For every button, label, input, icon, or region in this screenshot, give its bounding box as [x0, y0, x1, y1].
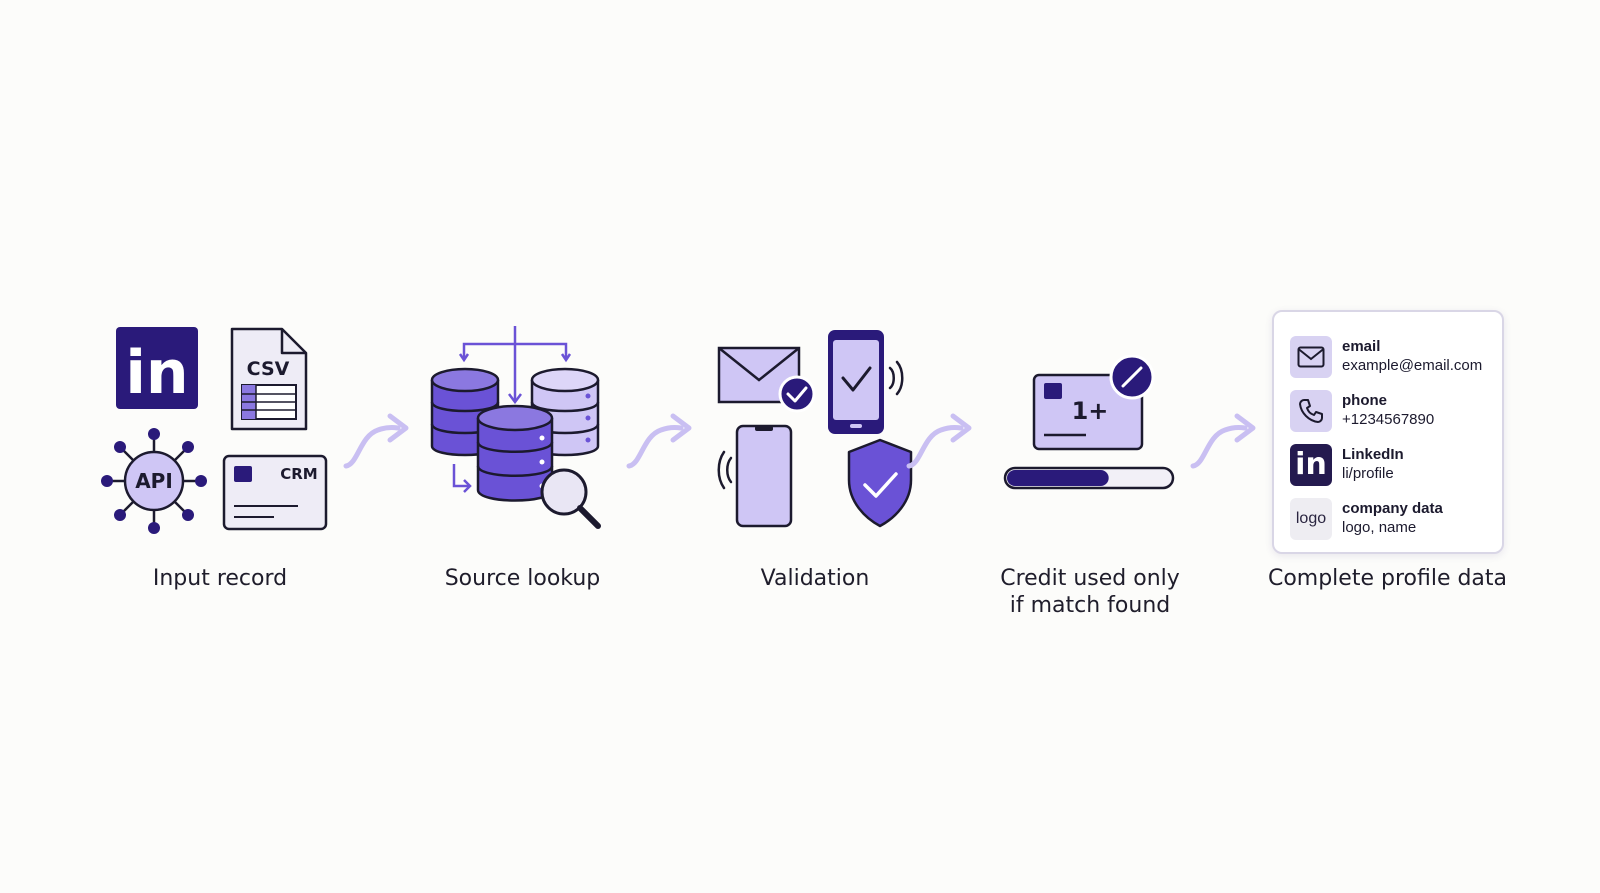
- step-label-input-record: Input record: [152, 566, 288, 591]
- svg-text:CSV: CSV: [247, 358, 290, 380]
- profile-email-value: example@email.com: [1342, 357, 1483, 374]
- profile-row-linkedin: in LinkedIn li/profile: [1290, 438, 1488, 491]
- mail-icon: [1290, 335, 1332, 378]
- csv-file-icon: CSV: [230, 327, 308, 431]
- profile-card: email example@email.com phone +123456789…: [1272, 310, 1504, 554]
- profile-company-value: logo, name: [1342, 519, 1417, 536]
- flow-arrow-1: [343, 413, 409, 469]
- profile-email-title: email: [1342, 338, 1381, 355]
- logo-icon: logo: [1290, 497, 1332, 540]
- database-icon-front: [476, 404, 554, 502]
- step-source-lookup: [422, 322, 612, 534]
- step-validation: [715, 330, 915, 540]
- linkedin-icon-glyph: in: [1295, 446, 1327, 482]
- mail-icon: [717, 346, 816, 413]
- svg-text:CRM: CRM: [280, 465, 318, 483]
- linkedin-icon: in: [116, 327, 198, 409]
- phone-check-icon: [828, 330, 904, 434]
- profile-row-phone: phone +1234567890: [1290, 384, 1488, 437]
- linkedin-icon: in: [1290, 443, 1332, 486]
- flow-arrow-2: [626, 413, 692, 469]
- credit-label-line2: if match found: [1009, 593, 1171, 618]
- branch-arrows: [452, 326, 572, 493]
- step-label-validation: Validation: [760, 566, 870, 591]
- profile-row-company: logo company data logo, name: [1290, 492, 1488, 545]
- flow-arrow-3: [906, 413, 972, 469]
- shield-check-icon: [847, 438, 913, 528]
- step-label-source-lookup: Source lookup: [444, 566, 601, 591]
- profile-company-title: company data: [1342, 500, 1443, 517]
- svg-text:API: API: [135, 469, 173, 493]
- phone-icon: [1290, 389, 1332, 432]
- credit-card-icon: 1+: [1032, 373, 1144, 451]
- flow-arrow-4: [1190, 413, 1256, 469]
- step-credit: 1+: [1000, 355, 1180, 505]
- profile-linkedin-title: LinkedIn: [1342, 446, 1404, 463]
- credit-label-line1: Credit used only: [1000, 566, 1180, 591]
- pencil-badge-icon: [1109, 355, 1155, 400]
- step-label-complete-profile: Complete profile data: [1267, 566, 1508, 591]
- step-label-credit: Credit used only if match found: [965, 565, 1215, 619]
- crm-card-icon: CRM: [222, 454, 328, 531]
- api-hub-icon: API: [101, 428, 207, 534]
- credit-progress-bar: [1003, 466, 1175, 490]
- profile-row-email: email example@email.com: [1290, 330, 1488, 383]
- profile-phone-value: +1234567890: [1342, 411, 1435, 428]
- svg-text:in: in: [125, 338, 188, 408]
- profile-phone-title: phone: [1342, 392, 1387, 409]
- svg-text:1+: 1+: [1072, 397, 1109, 425]
- logo-icon-text: logo: [1295, 509, 1327, 527]
- step-input-record: in CSV: [98, 325, 338, 545]
- profile-linkedin-value: li/profile: [1342, 465, 1394, 482]
- ringing-phone-icon: [717, 424, 793, 528]
- magnifier-icon: [540, 468, 601, 529]
